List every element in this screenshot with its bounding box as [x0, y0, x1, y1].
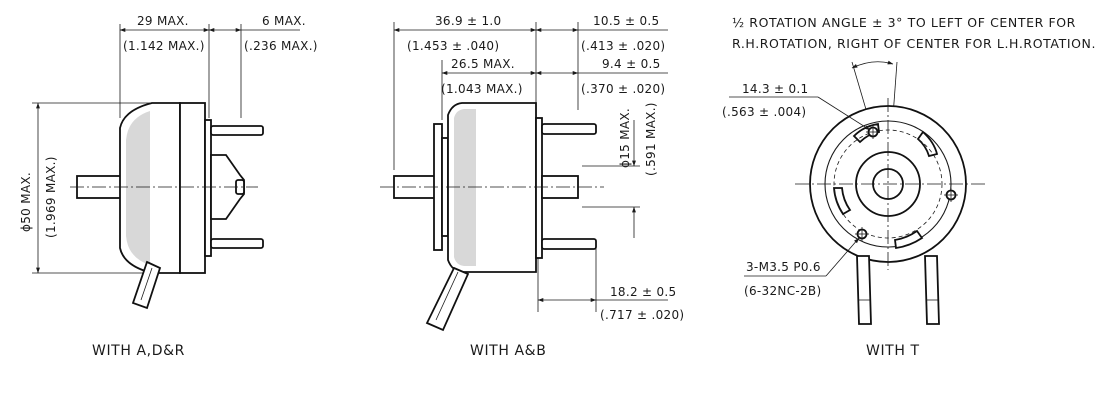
caption-with-adr: WITH A,D&R — [92, 343, 185, 359]
dim-29-max: 29 MAX. — [137, 14, 189, 28]
thread-callout: 3-M3.5 P0.6 — [746, 260, 821, 274]
terminal-left — [856, 255, 872, 325]
view-with-ab: 36.9 ± 1.0 (1.453 ± .040) 10.5 ± 0.5 (.4… — [380, 14, 684, 359]
caption-with-ab: WITH A&B — [470, 343, 546, 359]
dim-diameter-50: ϕ50 MAX. — [19, 172, 33, 232]
dim-18-2-inch: (.717 ± .020) — [600, 308, 684, 322]
terminal-bottom — [541, 238, 597, 250]
lead-wire — [425, 266, 470, 332]
dim-6-max: 6 MAX. — [262, 14, 306, 28]
view-with-adr: 29 MAX. (1.142 MAX.) 6 MAX. (.236 MAX.) … — [19, 14, 318, 359]
rotation-note-line-1: ½ ROTATION ANGLE ± 3° TO LEFT OF CENTER … — [732, 15, 1076, 30]
arc-slot-right — [916, 130, 939, 158]
dim-diameter-50-inch: (1.969 MAX.) — [44, 156, 58, 238]
end-cap — [179, 102, 206, 274]
rear-cap — [535, 117, 543, 259]
caption-with-t: WITH T — [866, 343, 920, 359]
dim-36-9-inch: (1.453 ± .040) — [407, 39, 499, 53]
dim-9-4: 9.4 ± 0.5 — [602, 57, 661, 71]
terminal-top — [541, 123, 597, 135]
dim-10-5: 10.5 ± 0.5 — [593, 14, 660, 28]
dim-18-2: 18.2 ± 0.5 — [610, 285, 677, 299]
terminal-top — [210, 125, 264, 136]
dim-6-max-inch: (.236 MAX.) — [244, 39, 318, 53]
dim-diameter-15-inch: (.591 MAX.) — [644, 102, 658, 176]
dim-diameter-15: ϕ15 MAX. — [618, 108, 632, 168]
dim-pcd-inch: (.563 ± .004) — [722, 105, 806, 119]
dim-9-4-inch: (.370 ± .020) — [581, 82, 665, 96]
arc-slot-bottom — [893, 229, 924, 250]
terminal-bottom — [210, 238, 264, 249]
thread-callout-inch: (6-32NC-2B) — [744, 284, 821, 298]
view-with-t: ½ ROTATION ANGLE ± 3° TO LEFT OF CENTER … — [722, 15, 1096, 359]
dim-26-5-inch: (1.043 MAX.) — [441, 82, 523, 96]
dim-36-9: 36.9 ± 1.0 — [435, 14, 502, 28]
dim-pcd: 14.3 ± 0.1 — [742, 82, 809, 96]
rotation-note-line-2: R.H.ROTATION, RIGHT OF CENTER FOR L.H.RO… — [732, 36, 1096, 51]
terminal-right — [924, 255, 940, 325]
dim-29-max-inch: (1.142 MAX.) — [123, 39, 205, 53]
dim-26-5: 26.5 MAX. — [451, 57, 515, 71]
dim-10-5-inch: (.413 ± .020) — [581, 39, 665, 53]
